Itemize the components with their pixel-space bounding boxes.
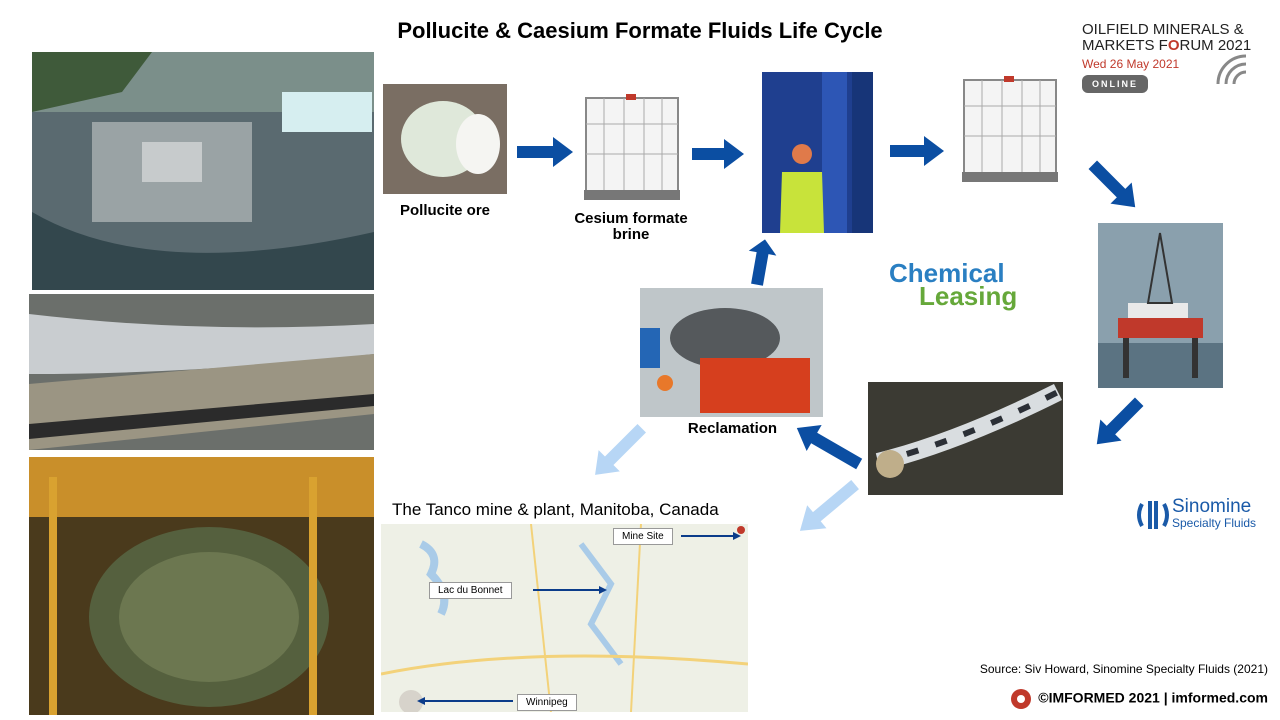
map-label-lac-du-bonnet: Lac du Bonnet	[429, 582, 512, 599]
brine-label-line1: Cesium formate	[574, 210, 688, 227]
pollucite-ore-label: Pollucite ore	[399, 202, 491, 219]
forum-line2a: MARKETS F	[1082, 37, 1168, 54]
tanco-caption: The Tanco mine & plant, Manitoba, Canada	[392, 500, 719, 519]
mine-aerial-photo	[32, 52, 374, 290]
signal-icon	[1216, 54, 1247, 85]
arrow-rig-to-drill	[1096, 397, 1144, 445]
conveyor-belt-photo	[29, 294, 374, 450]
map-label-mine-site: Mine Site	[613, 528, 673, 545]
offshore-rig-photo	[1098, 223, 1223, 388]
brine-label-line2: brine	[612, 226, 650, 243]
copyright-text: ©IMFORMED 2021 | imformed.com	[1038, 689, 1268, 706]
forum-branding: OILFIELD MINERALS & MARKETS FORUM 2021 W…	[1082, 22, 1272, 93]
arrow-drill-to-reclamation	[796, 425, 863, 470]
source-note: Source: Siv Howard, Sinomine Specialty F…	[979, 662, 1268, 676]
reclamation-label: Reclamation	[687, 420, 778, 437]
manitoba-map: Mine Site Lac du Bonnet Winnipeg	[381, 524, 748, 712]
forum-line2b: O	[1167, 37, 1180, 54]
copyright-line: ©IMFORMED 2021 | imformed.com	[1010, 688, 1268, 710]
arrow-ore-to-brine	[517, 137, 573, 167]
sinomine-icon	[1137, 501, 1169, 529]
brine-tote-photo	[584, 94, 680, 200]
pollucite-ore-photo	[383, 84, 507, 194]
chemical-leasing-logo: Chemical Leasing	[889, 258, 1049, 312]
sinomine-logo: Sinomine Specialty Fluids	[1136, 496, 1272, 532]
arrow-reclamation-to-mine	[595, 424, 646, 475]
forum-line1: OILFIELD MINERALS &	[1082, 21, 1244, 38]
arrow-reclamation-to-worker	[748, 239, 777, 286]
reclamation-photo	[640, 288, 823, 417]
cesium-formate-brine-label: Cesium formate brine	[566, 211, 696, 243]
chemical-leasing-line1: Chemical	[889, 258, 1005, 288]
sinomine-sub: Specialty Fluids	[1172, 516, 1257, 530]
worker-tanks-photo	[762, 72, 873, 233]
slide-title: Pollucite & Caesium Formate Fluids Life …	[397, 18, 883, 43]
forum-line2c: RUM 2021	[1179, 37, 1252, 54]
sinomine-name: Sinomine	[1172, 496, 1252, 517]
forum-line2: MARKETS FORUM 2021	[1082, 38, 1272, 54]
brine-tote-photo-2	[962, 76, 1058, 182]
map-label-winnipeg: Winnipeg	[517, 694, 577, 711]
arrow-tote-to-rig	[1088, 160, 1136, 208]
forum-date: Wed 26 May 2021	[1082, 57, 1180, 71]
imformed-logo-icon	[1011, 689, 1032, 709]
ball-mill-photo	[29, 457, 374, 715]
forum-online-badge: ONLINE	[1082, 75, 1149, 93]
arrow-worker-to-tote	[890, 136, 944, 166]
arrow-brine-to-worker	[692, 139, 744, 169]
chemical-leasing-line2: Leasing	[919, 281, 1018, 311]
arrow-drill-to-map	[799, 479, 859, 531]
drill-bit-photo	[868, 382, 1063, 495]
